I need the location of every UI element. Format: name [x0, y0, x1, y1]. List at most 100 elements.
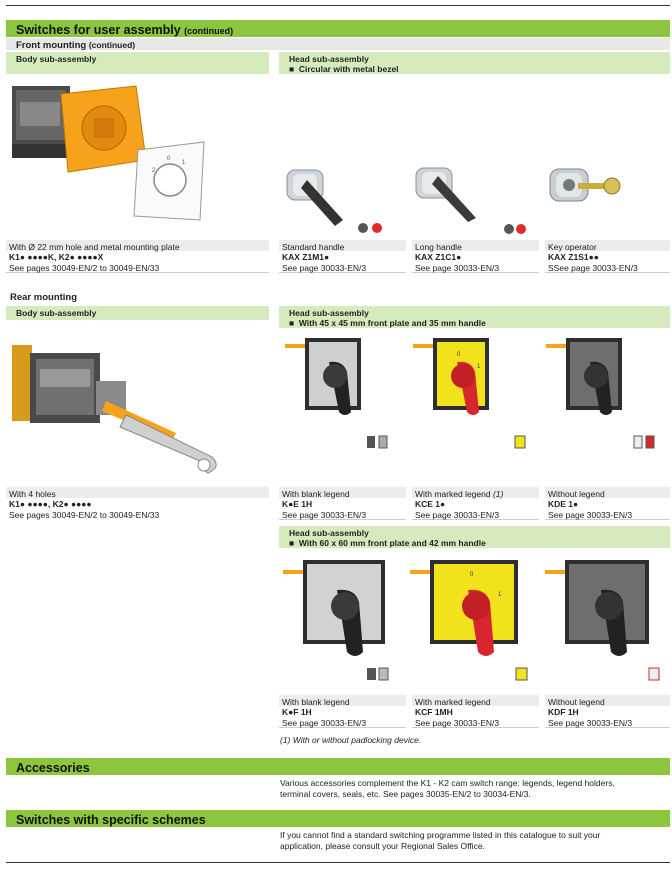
accessories-bar: Accessories [6, 758, 670, 775]
rear-body-label: Body sub-assembly [6, 306, 269, 320]
front-body-illustration: 2 0 1 [12, 85, 205, 221]
rear-45-mark-1: 1 [477, 364, 481, 370]
rear-60-noleg-caption: Without legend [545, 695, 670, 707]
rear-45-marked-see: See page 30033-EN/3 [412, 509, 539, 520]
rear-body-caption: With 4 holes [6, 487, 269, 499]
rear-60-marked-caption: With marked legend [412, 695, 539, 707]
standard-handle-caption-block: Standard handle KAX Z1M1● See page 30033… [279, 240, 406, 273]
rear-body-label-text: Body sub-assembly [16, 308, 97, 318]
accessories-heading: Accessories [16, 761, 90, 775]
key-operator-caption: Key operator [545, 240, 670, 252]
rear-45-noleg-caption-block: Without legend KDE 1● See page 30033-EN/… [545, 487, 670, 520]
rear-45-marked-ref: KCE 1● [415, 499, 446, 509]
standard-handle-illustration [286, 169, 382, 233]
rear-60-marked-ref: KCF 1MH [415, 707, 453, 717]
plate-mark-0: 0 [167, 156, 171, 162]
rear-head-sub-45: ■ With 45 x 45 mm front plate and 35 mm … [289, 318, 486, 328]
key-operator-see: SSee page 30033-EN/3 [545, 262, 670, 273]
rear-head-sub-45-text: With 45 x 45 mm front plate and 35 mm ha… [298, 318, 486, 328]
front-head-label-text: Head sub-assembly [289, 54, 369, 64]
rear-60-marked-see: See page 30033-EN/3 [412, 717, 539, 728]
long-handle-ref: KAX Z1C1● [415, 252, 462, 262]
rear-mounting-heading: Rear mounting [10, 292, 78, 303]
accessories-text-2: terminal covers, seals, etc. See pages 3… [280, 788, 531, 799]
specific-schemes-bar: Switches with specific schemes [6, 810, 670, 827]
specific-schemes-text-2: application, please consult your Regiona… [280, 840, 485, 851]
rear-60-blank-caption-block: With blank legend K●F 1H See page 30033-… [279, 695, 406, 728]
rear-45-blank-caption: With blank legend [279, 487, 406, 499]
front-body-caption-block: With Ø 22 mm hole and metal mounting pla… [6, 240, 269, 273]
long-handle-caption: Long handle [412, 240, 539, 252]
section-title: Switches for user assembly [16, 23, 181, 37]
rear-head-label-45-text: Head sub-assembly [289, 308, 369, 318]
section-title-note: (continued) [184, 26, 234, 36]
front-head-sub: ■ Circular with metal bezel [289, 64, 399, 74]
bottom-rule [6, 862, 670, 863]
front-head-label: Head sub-assembly ■ Circular with metal … [279, 52, 670, 74]
front-body-caption: With Ø 22 mm hole and metal mounting pla… [6, 240, 269, 252]
specific-schemes-heading: Switches with specific schemes [16, 813, 206, 827]
rear-60-blank-see: See page 30033-EN/3 [279, 717, 406, 728]
rear-60-mark-0: 0 [470, 572, 474, 578]
rear-45-mark-0: 0 [457, 352, 461, 358]
rear-45-marked-caption-block: With marked legend (1) KCE 1● See page 3… [412, 487, 539, 520]
rear-60-blank-ref: K●F 1H [282, 707, 312, 717]
section-title-bar: Switches for user assembly (continued) [6, 20, 670, 37]
accessories-text-1: Various accessories complement the K1 - … [280, 778, 615, 788]
rear-head-label-60: Head sub-assembly ■ With 60 x 60 mm fron… [279, 526, 670, 548]
standard-handle-ref: KAX Z1M1● [282, 252, 330, 262]
specific-schemes-text-1: If you cannot find a standard switching … [280, 830, 601, 840]
front-head-sub-text: Circular with metal bezel [298, 64, 399, 74]
rear-head-sub-60-text: With 60 x 60 mm front plate and 42 mm ha… [298, 538, 486, 548]
key-operator-illustration [549, 168, 621, 202]
rear-60-blank-illustration [283, 560, 389, 681]
rear-head-label-60-text: Head sub-assembly [289, 528, 369, 538]
rear-45-marked-illustration: 0 1 [413, 338, 526, 449]
front-body-ref: K1● ●●●●K, K2● ●●●●X [9, 252, 104, 262]
rear-45-blank-ref: K●E 1H [282, 499, 313, 509]
specific-schemes-text: If you cannot find a standard switching … [280, 830, 670, 851]
rear-60-noleg-illustration [545, 560, 660, 681]
top-rule [6, 5, 670, 6]
rear-body-see: See pages 30049-EN/2 to 30049-EN/33 [9, 510, 160, 520]
rear-45-noleg-illustration [546, 338, 655, 449]
rear-45-marked-caption-note: (1) [492, 489, 504, 499]
rear-45-noleg-ref: KDE 1● [548, 499, 579, 509]
rear-45-marked-caption: With marked legend (1) [412, 487, 539, 499]
long-handle-see: See page 30033-EN/3 [412, 262, 539, 273]
rear-60-noleg-caption-block: Without legend KDF 1H See page 30033-EN/… [545, 695, 670, 728]
rear-60-marked-caption-block: With marked legend KCF 1MH See page 3003… [412, 695, 539, 728]
key-operator-caption-block: Key operator KAX Z1S1●● SSee page 30033-… [545, 240, 670, 273]
long-handle-caption-block: Long handle KAX Z1C1● See page 30033-EN/… [412, 240, 539, 273]
rear-body-illustration [12, 345, 217, 474]
rear-footnote: (1) With or without padlocking device. [280, 735, 422, 745]
rear-body-ref: K1● ●●●●, K2● ●●●● [9, 499, 92, 509]
rear-head-sub-60: ■ With 60 x 60 mm front plate and 42 mm … [289, 538, 486, 548]
front-body-see: See pages 30049-EN/2 to 30049-EN/33 [6, 262, 269, 273]
rear-45-blank-see: See page 30033-EN/3 [279, 509, 406, 520]
standard-handle-caption: Standard handle [279, 240, 406, 252]
standard-handle-see: See page 30033-EN/3 [279, 262, 406, 273]
front-mounting-note: (continued) [88, 40, 136, 50]
rear-head-label-45: Head sub-assembly ■ With 45 x 45 mm fron… [279, 306, 670, 328]
front-body-label: Body sub-assembly [6, 52, 269, 74]
rear-body-caption-block: With 4 holes K1● ●●●●, K2● ●●●● See page… [6, 487, 269, 520]
plate-mark-2: 2 [152, 168, 156, 174]
rear-45-blank-illustration [285, 338, 388, 449]
front-mounting-title: Front mounting [16, 40, 87, 51]
rear-45-noleg-see: See page 30033-EN/3 [545, 509, 670, 520]
long-handle-illustration [415, 167, 526, 234]
rear-45-noleg-caption: Without legend [545, 487, 670, 499]
rear-60-blank-caption: With blank legend [279, 695, 406, 707]
rear-60-marked-illustration: 0 1 [410, 560, 528, 681]
key-operator-ref: KAX Z1S1●● [548, 252, 599, 262]
rear-60-noleg-ref: KDF 1H [548, 707, 579, 717]
rear-60-noleg-see: See page 30033-EN/3 [545, 717, 670, 728]
front-body-label-text: Body sub-assembly [16, 54, 97, 64]
accessories-text: Various accessories complement the K1 - … [280, 778, 670, 799]
rear-60-mark-1: 1 [498, 592, 502, 598]
front-mounting-heading: Front mounting (continued) [6, 38, 670, 51]
rear-45-blank-caption-block: With blank legend K●E 1H See page 30033-… [279, 487, 406, 520]
plate-mark-1: 1 [182, 160, 186, 166]
rear-45-marked-caption-text: With marked legend [415, 489, 491, 499]
